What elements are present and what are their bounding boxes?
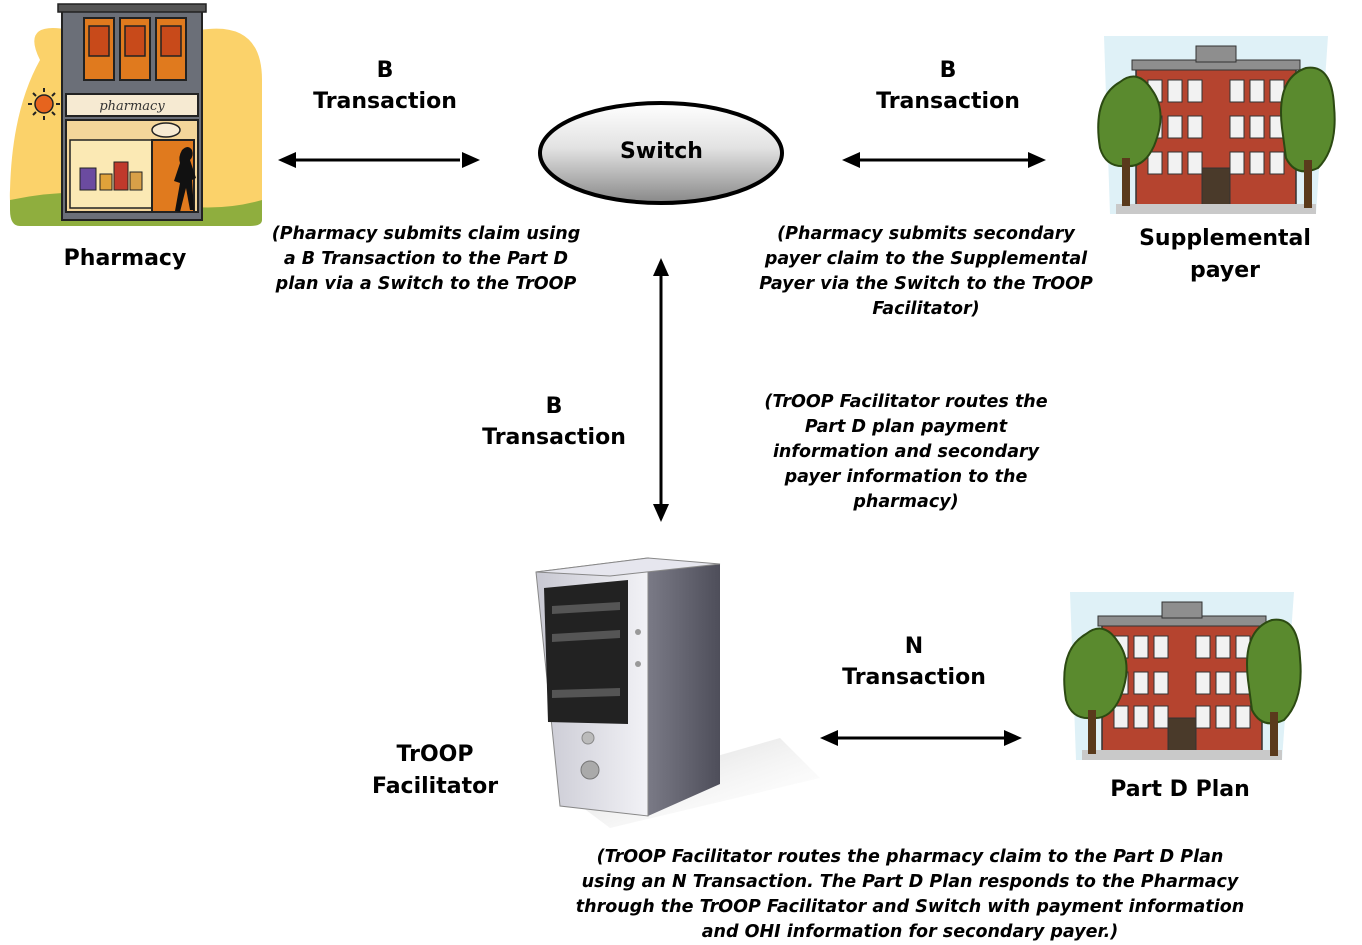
note-right-line: payer claim to the Supplemental xyxy=(764,249,1088,269)
arrow-troop-partd xyxy=(820,730,1022,746)
note-bottom-line: (TrOOP Facilitator routes the pharmacy c… xyxy=(596,847,1224,867)
note-right-line: Payer via the Switch to the TrOOP xyxy=(759,274,1093,294)
note-right-line: (Pharmacy submits secondary xyxy=(777,224,1075,244)
note-bottom-line: and OHI information for secondary payer.… xyxy=(701,922,1119,942)
transaction-right-line2: Transaction xyxy=(876,89,1020,114)
arrow-switch-troop xyxy=(653,258,669,522)
part-d-plan-label: Part D Plan xyxy=(1110,777,1250,802)
sun-icon xyxy=(28,88,60,120)
transaction-label-vertical: B Transaction xyxy=(468,391,640,453)
note-middle-line: payer information to the xyxy=(784,467,1028,487)
troop-label-line2: Facilitator xyxy=(371,774,499,799)
transaction-label-right: B Transaction xyxy=(862,55,1034,117)
transaction-vertical-line1: B xyxy=(545,394,563,419)
transaction-bottom-line1: N xyxy=(904,634,924,659)
note-middle-line: (TrOOP Facilitator routes the xyxy=(764,392,1048,412)
note-right-line: Facilitator) xyxy=(872,299,980,319)
troop-server-illustration xyxy=(535,557,820,828)
troop-facilitator-label: TrOOP Facilitator xyxy=(355,739,515,803)
switch-label: Switch xyxy=(620,139,703,164)
transaction-left-line2: Transaction xyxy=(313,89,457,114)
note-left-line: plan via a Switch to the TrOOP xyxy=(275,274,577,294)
transaction-label-left: B Transaction xyxy=(300,55,470,117)
note-bottom-line: through the TrOOP Facilitator and Switch… xyxy=(575,897,1245,917)
note-left-line: a B Transaction to the Part D xyxy=(283,249,569,269)
arrow-pharmacy-switch xyxy=(278,152,480,168)
woman-silhouette xyxy=(174,147,196,212)
transaction-vertical-line2: Transaction xyxy=(482,425,626,450)
part-d-plan-building xyxy=(1063,592,1302,760)
transaction-label-bottom: N Transaction xyxy=(828,631,1000,693)
note-left-line: (Pharmacy submits claim using xyxy=(271,224,581,244)
supplemental-label-line2: payer xyxy=(1189,258,1261,283)
supplemental-payer-label: Supplemental payer xyxy=(1120,223,1330,287)
supplemental-label-line1: Supplemental xyxy=(1139,226,1311,251)
troop-label-line1: TrOOP xyxy=(396,742,474,767)
note-bottom-line: using an N Transaction. The Part D Plan … xyxy=(581,872,1239,892)
note-middle-line: information and secondary xyxy=(772,442,1040,462)
note-right: (Pharmacy submits secondary payer claim … xyxy=(726,222,1126,322)
arrow-switch-supplemental xyxy=(842,152,1046,168)
note-left: (Pharmacy submits claim using a B Transa… xyxy=(236,222,616,297)
note-middle-line: pharmacy) xyxy=(853,492,959,512)
server-side xyxy=(648,558,720,816)
transaction-left-line1: B xyxy=(376,58,394,83)
switch-node xyxy=(538,101,784,205)
pharmacy-sign-text: pharmacy xyxy=(99,99,165,114)
pharmacy-label: Pharmacy xyxy=(63,246,187,271)
note-bottom: (TrOOP Facilitator routes the pharmacy c… xyxy=(520,845,1300,945)
note-middle: (TrOOP Facilitator routes the Part D pla… xyxy=(716,390,1096,515)
transaction-bottom-line2: Transaction xyxy=(842,665,986,690)
pharmacy-illustration: pharmacy xyxy=(9,3,263,226)
transaction-right-line1: B xyxy=(939,58,957,83)
supplemental-payer-building xyxy=(1097,36,1336,214)
note-middle-line: Part D plan payment xyxy=(804,417,1008,437)
